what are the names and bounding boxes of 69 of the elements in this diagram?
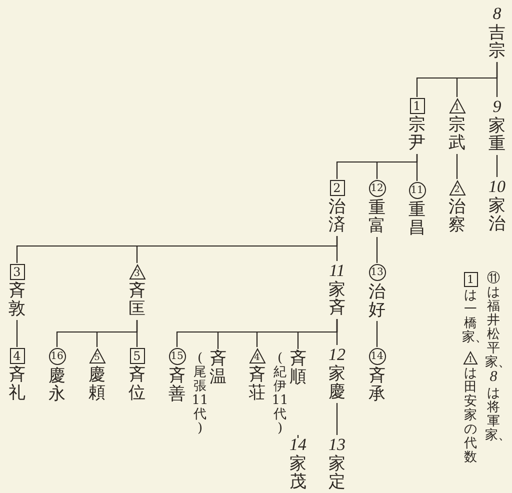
person-name: 斉順 [289, 350, 307, 386]
generation-number: 13 [328, 436, 346, 453]
family-line [376, 321, 378, 347]
generation-number: 5 [88, 348, 106, 364]
legend-text: ⑪は福井松平家、 [485, 272, 502, 370]
person-name: 家定 [328, 455, 346, 491]
legend-text: は将軍家、 [485, 387, 502, 443]
person-name: 重富 [368, 199, 386, 235]
family-line [136, 320, 138, 347]
person-name: 斉荘 [248, 366, 266, 402]
person-name: 家慶 [328, 365, 346, 401]
family-line [376, 237, 378, 263]
family-line [456, 154, 458, 179]
person-name: 吉宗 [488, 24, 506, 60]
generation-number: 3 [128, 264, 146, 280]
generation-number: 12 [328, 346, 346, 363]
legend-mark: 1 [464, 272, 478, 287]
generation-number: 4 [10, 348, 24, 364]
person-name: 斉温 [209, 350, 227, 386]
person-name: 斉匡 [128, 282, 146, 318]
generation-number: 9 [492, 98, 502, 115]
generation-number: 1 [410, 98, 424, 114]
legend-mark: 8 [490, 370, 498, 385]
person-name: 斉敦 [8, 282, 26, 318]
family-line [496, 155, 498, 177]
person-name: 重昌 [408, 201, 426, 237]
person-name: 慶頼 [88, 366, 106, 402]
person-name: 家茂 [289, 455, 307, 491]
person-name: 宗尹 [408, 116, 426, 152]
generation-number: 15 [168, 348, 186, 365]
person-name: 斉礼 [8, 366, 26, 402]
generation-number: 5 [130, 348, 144, 364]
person-name: 家重 [488, 117, 506, 153]
family-line [297, 435, 299, 438]
person-name: 治好 [368, 283, 386, 319]
generation-number: 11 [408, 182, 426, 199]
generation-number: 16 [48, 348, 66, 365]
generation-number: 8 [492, 5, 502, 22]
legend-mark: 1 [463, 351, 478, 365]
person-name: 斉善 [168, 367, 186, 403]
generation-number: 1 [448, 98, 466, 114]
family-line [336, 319, 338, 345]
person-name: 斉位 [128, 366, 146, 402]
legend-text: は一橋家、 [462, 289, 479, 345]
person-name: 慶永 [48, 367, 66, 403]
generation-number: 10 [488, 178, 506, 195]
lineage-note: (紀伊11代) [271, 352, 289, 436]
generation-number: 12 [368, 180, 386, 197]
generation-number: 2 [448, 180, 466, 196]
person-name: 宗武 [448, 116, 466, 152]
generation-number: 13 [368, 264, 386, 281]
generation-number: 14 [368, 348, 386, 365]
family-line [336, 403, 338, 435]
person-name: 家治 [488, 197, 506, 233]
family-line [336, 236, 338, 261]
generation-number: 14 [290, 436, 306, 453]
generation-number: 4 [248, 348, 266, 364]
family-line [16, 320, 18, 347]
generation-number: 2 [330, 180, 344, 196]
generation-number: 3 [10, 264, 24, 280]
generation-number: 11 [329, 262, 345, 279]
person-name: 治済 [328, 198, 346, 234]
family-line [496, 62, 498, 97]
legend-text: は田安家の代数 [463, 367, 478, 465]
family-line [416, 154, 418, 181]
person-name: 斉承 [368, 367, 386, 403]
lineage-note: (尾張11代) [191, 352, 209, 436]
person-name: 家斉 [328, 281, 346, 317]
person-name: 治察 [448, 198, 466, 234]
